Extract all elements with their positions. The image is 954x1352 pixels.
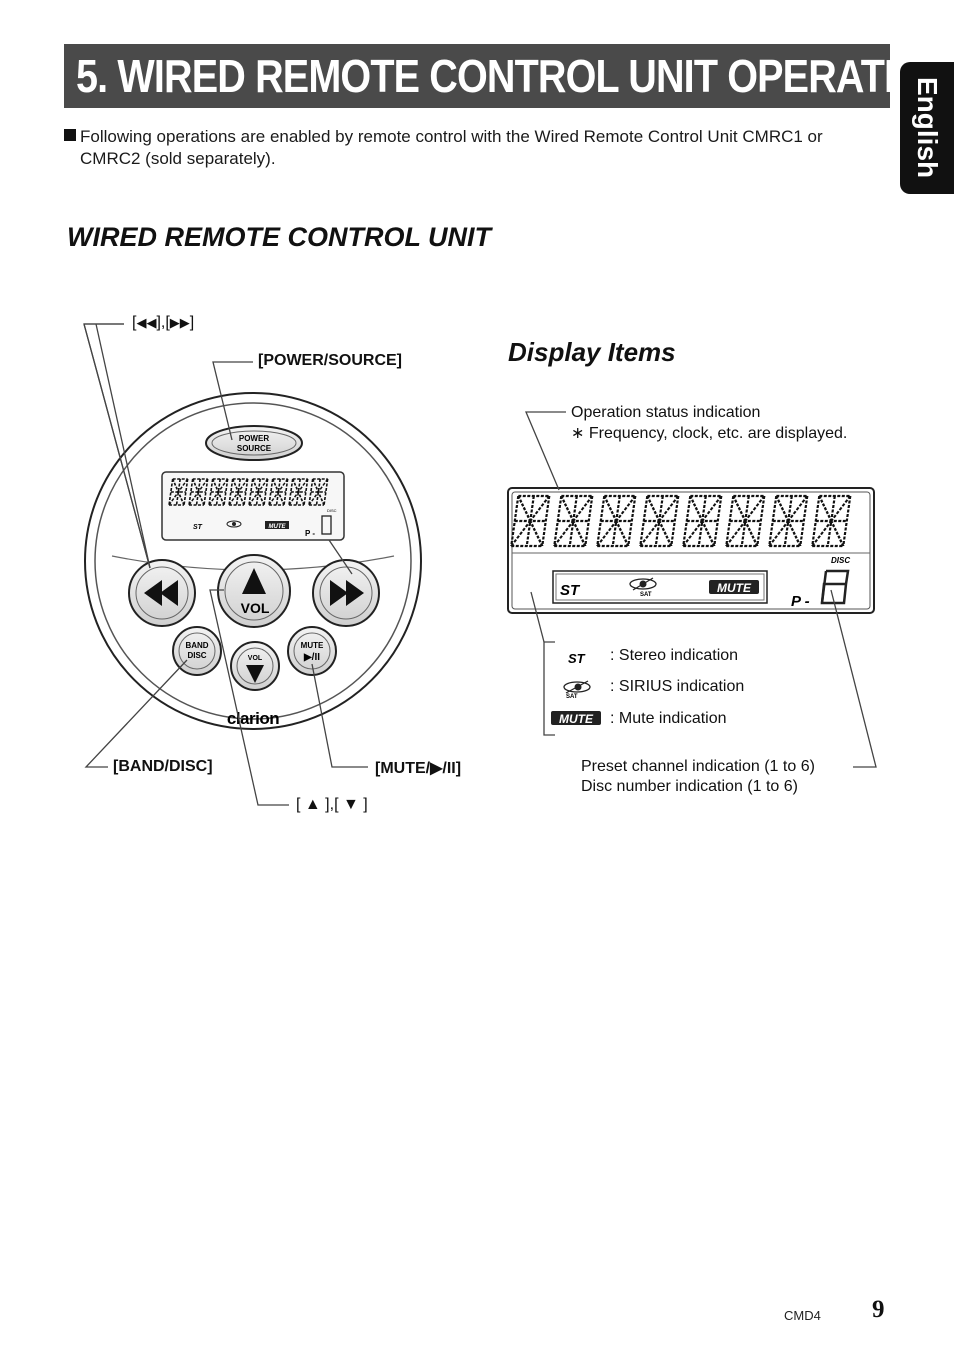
legend-sirius-icon xyxy=(563,680,591,694)
title-bar xyxy=(64,44,890,108)
legend-mute-text: : Mute indication xyxy=(610,710,727,727)
page-number: 9 xyxy=(872,1296,885,1323)
lcd-digit-segment xyxy=(168,478,189,506)
mute-play-button xyxy=(287,626,337,676)
preset-channel-label: Preset channel indication (1 to 6) xyxy=(581,758,815,775)
forward-icon xyxy=(330,580,364,606)
display-lcd-sat-text: SAT xyxy=(640,592,652,598)
lcd-digit-segment xyxy=(682,494,723,548)
remote-lcd-disc: DISC xyxy=(327,508,337,513)
mute-label: MUTE xyxy=(301,641,324,650)
remote-lcd-sat-icon xyxy=(226,520,242,528)
page-title: 5. WIRED REMOTE CONTROL UNIT OPERATIONS xyxy=(76,50,954,102)
legend-mute-icon: MUTE xyxy=(559,712,594,726)
legend-st-icon: ST xyxy=(568,651,586,666)
intro-line-1: Following operations are enabled by remo… xyxy=(80,127,823,146)
lcd-digit-segment xyxy=(553,494,594,548)
intro-line-2: CMRC2 (sold separately). xyxy=(80,149,276,168)
lcd-digit-segment xyxy=(768,494,809,548)
display-lcd-segments xyxy=(510,494,852,548)
lcd-digit-segment xyxy=(725,494,766,548)
lcd-digit-segment xyxy=(268,478,289,506)
vol-up-label: VOL xyxy=(241,600,270,616)
language-tab xyxy=(900,62,954,194)
lcd-digit-segment xyxy=(308,478,329,506)
callout-power-source: [POWER/SOURCE] xyxy=(258,352,402,369)
source-label: SOURCE xyxy=(237,444,272,453)
brand-logo: clarion xyxy=(227,709,279,728)
display-lcd-sat-icon xyxy=(629,577,657,591)
legend-sirius-label: : SIRIUS indication xyxy=(610,678,745,695)
lcd-digit-segment xyxy=(596,494,637,548)
triangle-up-icon xyxy=(242,568,266,594)
remote-lcd-digit xyxy=(321,515,332,535)
lcd-digit-segment xyxy=(228,478,249,506)
display-lcd-st: ST xyxy=(560,582,581,599)
band-label: BAND xyxy=(185,641,208,650)
display-lcd-p: P - xyxy=(791,593,810,610)
legend-mute-icon-bg xyxy=(551,711,601,725)
callout-mute-play: [MUTE/▶/II] xyxy=(375,760,462,777)
language-tab-label: English xyxy=(912,77,943,179)
section-heading-remote: WIRED REMOTE CONTROL UNIT xyxy=(67,222,491,252)
intro-paragraph: Following operations are enabled by remo… xyxy=(64,126,884,170)
remote-lcd xyxy=(161,471,345,541)
operation-status-label: Operation status indication xyxy=(571,404,761,421)
legend-stereo-text: : Stereo indication xyxy=(610,647,739,664)
lcd-digit-segment xyxy=(811,494,852,548)
legend-sirius-text: SAT xyxy=(566,694,578,700)
disc-label: DISC xyxy=(187,651,206,660)
remote-lcd-st: ST xyxy=(193,524,203,531)
callout-band-disc: [BAND/DISC] xyxy=(113,758,213,775)
lcd-digit-segment xyxy=(188,478,209,506)
lcd-digit-segment xyxy=(639,494,680,548)
lcd-digit-segment xyxy=(248,478,269,506)
display-lcd-mute: MUTE xyxy=(717,581,752,595)
footer-model: CMD4 xyxy=(784,1308,821,1323)
remote-lcd-p: P - xyxy=(305,529,315,538)
operation-status-note: ∗ Frequency, clock, etc. are displayed. xyxy=(571,425,848,442)
lcd-digit-segment xyxy=(208,478,229,506)
remote-lcd-mute-bg xyxy=(265,521,289,529)
display-lcd-mute-bg xyxy=(709,580,759,594)
callout-vol-updown: [ ▲ ],[ ▼ ] xyxy=(296,796,368,813)
power-label: POWER xyxy=(239,434,269,443)
play-pause-label: ▶/II xyxy=(303,652,320,663)
section-heading-display: Display Items xyxy=(508,337,676,367)
bullet-square-icon xyxy=(64,129,76,141)
display-lcd-digit xyxy=(820,569,850,605)
remote-lcd-mute: MUTE xyxy=(269,524,287,530)
lcd-digit-segment xyxy=(288,478,309,506)
vol-down-label: VOL xyxy=(248,655,263,662)
display-leader-lines xyxy=(525,411,877,768)
triangle-down-icon xyxy=(246,665,264,683)
lcd-digit-segment xyxy=(510,494,551,548)
display-lcd-disc: DISC xyxy=(831,556,850,565)
remote-lcd-digits xyxy=(168,478,329,506)
disc-number-label: Disc number indication (1 to 6) xyxy=(581,778,798,795)
callout-seek: [◀◀],[▶▶] xyxy=(132,314,195,331)
rewind-icon xyxy=(144,580,178,606)
